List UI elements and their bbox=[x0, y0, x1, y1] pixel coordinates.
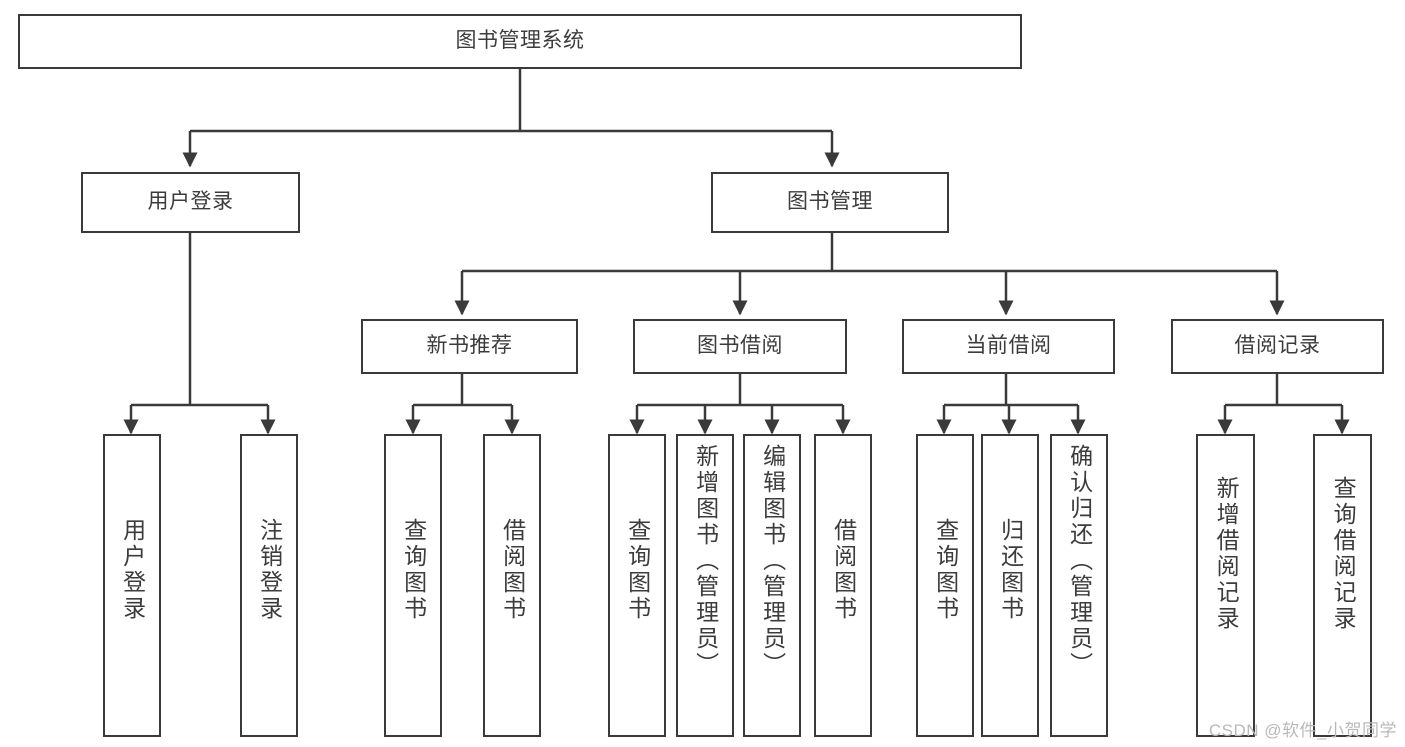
leaf-current-query-book[interactable]: 查询图书 bbox=[916, 434, 974, 737]
node-label: 图书借阅 bbox=[697, 334, 783, 358]
node-label: 查询图书 bbox=[932, 518, 959, 622]
node-label: 当前借阅 bbox=[965, 334, 1052, 358]
node-label: 查询图书 bbox=[400, 518, 427, 622]
leaf-record-query-record[interactable]: 查询借阅记录 bbox=[1313, 434, 1372, 737]
node-label: 借阅记录 bbox=[1234, 334, 1321, 358]
leaf-recommend-borrow-book[interactable]: 借阅图书 bbox=[483, 434, 541, 737]
node-label: 图书管理 bbox=[787, 190, 873, 214]
node-root-system[interactable]: 图书管理系统 bbox=[18, 14, 1022, 69]
node-label: 注销登录 bbox=[256, 518, 283, 622]
node-label: 编辑图书（管理员） bbox=[759, 444, 786, 678]
node-book-borrow[interactable]: 图书借阅 bbox=[633, 319, 847, 374]
node-borrow-record[interactable]: 借阅记录 bbox=[1171, 319, 1384, 374]
leaf-record-add-record[interactable]: 新增借阅记录 bbox=[1196, 434, 1255, 737]
node-label: 借阅图书 bbox=[499, 518, 526, 622]
leaf-borrow-query-book[interactable]: 查询图书 bbox=[608, 434, 666, 737]
leaf-borrow-edit-book-admin[interactable]: 编辑图书（管理员） bbox=[743, 434, 801, 737]
leaf-borrow-add-book-admin[interactable]: 新增图书（管理员） bbox=[676, 434, 734, 737]
node-user-login[interactable]: 用户登录 bbox=[81, 172, 300, 233]
node-label: 查询图书 bbox=[624, 518, 651, 622]
csdn-watermark: CSDN @软件_小贺同学 bbox=[1208, 721, 1397, 740]
leaf-current-return-book[interactable]: 归还图书 bbox=[981, 434, 1039, 737]
node-label: 借阅图书 bbox=[830, 518, 857, 622]
node-label: 用户登录 bbox=[119, 518, 146, 622]
leaf-borrow-borrow-book[interactable]: 借阅图书 bbox=[814, 434, 872, 737]
node-label: 新增借阅记录 bbox=[1213, 476, 1240, 632]
leaf-user-login-do[interactable]: 用户登录 bbox=[103, 434, 161, 737]
node-label: 归还图书 bbox=[997, 518, 1024, 622]
leaf-current-confirm-return-admin[interactable]: 确认归还（管理员） bbox=[1050, 434, 1108, 737]
node-book-management[interactable]: 图书管理 bbox=[711, 172, 949, 233]
node-label: 确认归还（管理员） bbox=[1066, 444, 1093, 678]
node-current-borrow[interactable]: 当前借阅 bbox=[902, 319, 1115, 374]
node-new-book-recommend[interactable]: 新书推荐 bbox=[361, 319, 578, 374]
node-label: 新书推荐 bbox=[426, 334, 513, 358]
node-label: 图书管理系统 bbox=[455, 29, 585, 53]
node-label: 查询借阅记录 bbox=[1330, 476, 1357, 632]
leaf-recommend-query-book[interactable]: 查询图书 bbox=[384, 434, 442, 737]
leaf-user-logout[interactable]: 注销登录 bbox=[240, 434, 298, 737]
node-label: 新增图书（管理员） bbox=[692, 444, 719, 678]
node-label: 用户登录 bbox=[147, 190, 234, 214]
